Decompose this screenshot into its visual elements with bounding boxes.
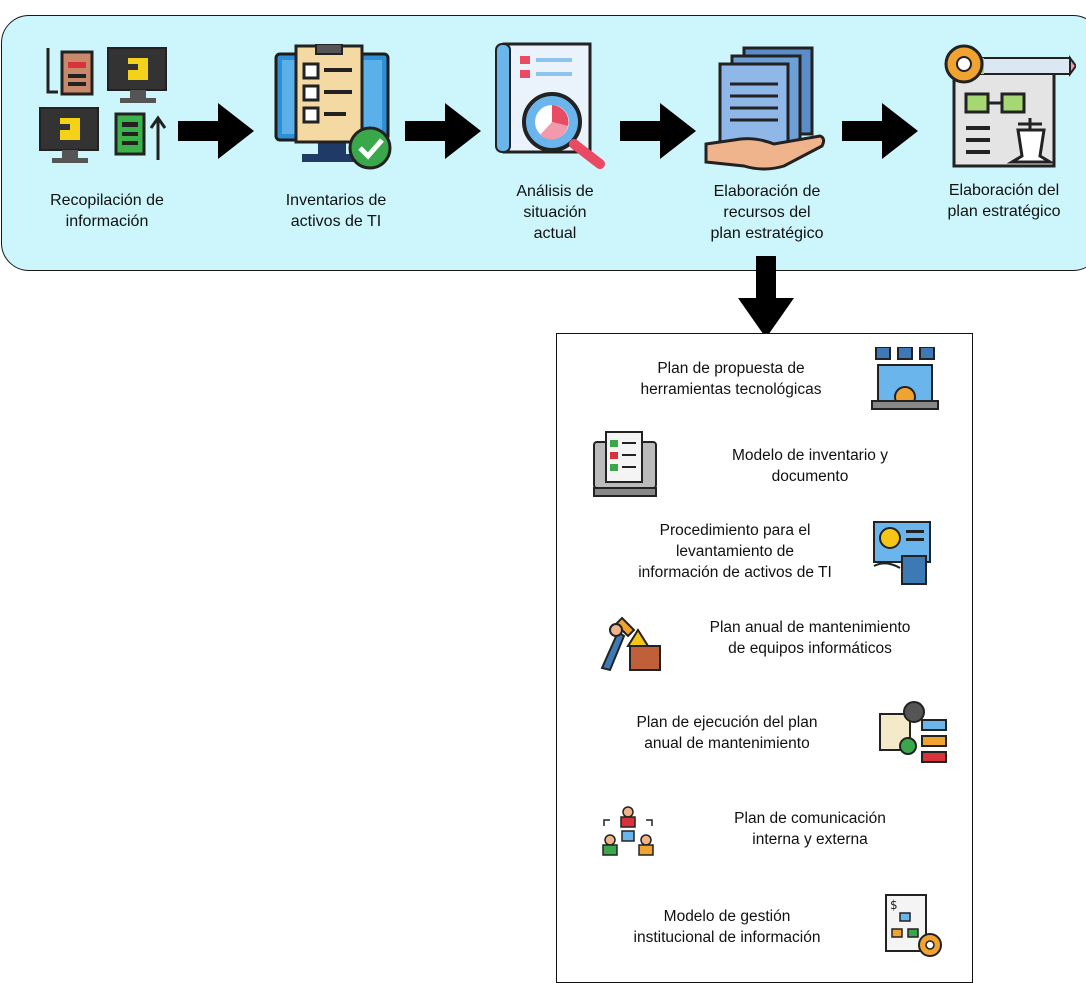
step-label-line: Análisis de	[516, 183, 594, 200]
step-label-line: plan estratégico	[947, 203, 1061, 220]
resource-item-gestion: Modelo de gestión institucional de infor…	[592, 906, 862, 948]
resource-label-line: levantamiento de	[675, 543, 795, 560]
step-label-line: información	[65, 213, 149, 230]
resource-label-line: de equipos informáticos	[728, 640, 892, 657]
resource-label-line: interna y externa	[752, 831, 868, 848]
communication-people-icon	[602, 806, 654, 856]
resource-item-ejecucion: Plan de ejecución del plan anual de mant…	[592, 712, 862, 754]
step-label-line: Inventarios de	[285, 192, 387, 209]
flow-arrow	[178, 103, 254, 159]
checklist-monitor-icon	[274, 44, 392, 170]
inventory-monitor-icon	[593, 431, 657, 497]
step-label-line: Elaboración de	[713, 183, 821, 200]
down-arrow	[738, 256, 794, 338]
svg-text:$: $	[890, 898, 898, 912]
resource-label-line: anual de mantenimiento	[644, 735, 810, 752]
step-label-line: Elaboración del	[948, 182, 1060, 199]
resource-label-line: información de activos de TI	[638, 564, 832, 581]
step-label-elaboracion-plan: Elaboración del plan estratégico	[924, 180, 1084, 222]
resource-label-line: Plan anual de mantenimiento	[709, 619, 911, 636]
step-label-line: plan estratégico	[710, 225, 824, 242]
report-magnifier-icon	[495, 42, 605, 169]
resource-label-line: Plan de propuesta de	[657, 360, 805, 377]
info-document-icon	[873, 521, 931, 585]
resource-label-line: Modelo de inventario y	[732, 447, 888, 464]
step-label-elaboracion-recursos: Elaboración de recursos del plan estraté…	[676, 181, 858, 244]
step-label-line: actual	[533, 225, 577, 242]
step-label-recopilacion: Recopilación de información	[20, 190, 194, 232]
resource-item-procedimiento: Procedimiento para el levantamiento de i…	[595, 520, 875, 583]
laptop-gear-icon	[871, 347, 939, 410]
resource-item-plan-anual: Plan anual de mantenimiento de equipos i…	[670, 617, 950, 659]
management-flowchart-icon: $	[885, 894, 942, 957]
resource-label-line: Plan de ejecución del plan	[636, 714, 818, 731]
resource-item-comunicacion: Plan de comunicación interna y externa	[680, 808, 940, 850]
maintenance-tools-icon	[600, 616, 661, 672]
flow-arrow	[620, 103, 696, 159]
strategy-board-icon	[944, 44, 1076, 168]
step-label-inventarios: Inventarios de activos de TI	[246, 190, 426, 232]
resource-item-inventario: Modelo de inventario y documento	[680, 445, 940, 487]
resource-item-herramientas: Plan de propuesta de herramientas tecnol…	[596, 358, 866, 400]
step-label-line: activos de TI	[290, 213, 382, 230]
step-label-line: recursos del	[723, 204, 811, 221]
computers-sync-icon	[39, 47, 167, 163]
step-label-analisis: Análisis de situación actual	[484, 181, 626, 244]
step-label-line: Recopilación de	[50, 192, 164, 209]
resource-label-line: herramientas tecnológicas	[640, 381, 822, 398]
flow-arrow	[842, 103, 918, 159]
resource-label-line: documento	[771, 468, 849, 485]
step-label-line: situación	[523, 204, 587, 221]
resource-label-line: Procedimiento para el	[659, 522, 811, 539]
resource-label-line: institucional de información	[633, 929, 821, 946]
resource-label-line: Modelo de gestión	[663, 908, 791, 925]
execution-flow-icon	[879, 701, 947, 763]
documents-hand-icon	[704, 46, 826, 171]
resource-label-line: Plan de comunicación	[734, 810, 886, 827]
flow-arrow	[405, 103, 481, 159]
